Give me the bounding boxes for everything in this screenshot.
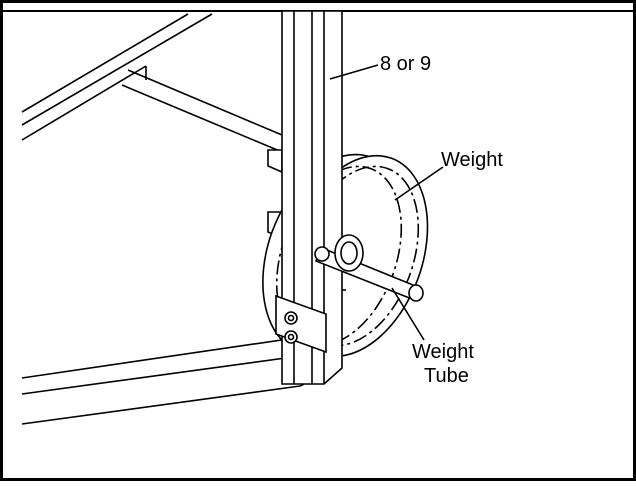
- weight-tube: [314, 234, 424, 302]
- lower-bracket: [275, 294, 327, 354]
- weight-tube-label-line2: Tube: [424, 365, 469, 387]
- weight-tube-label-line1: Weight: [412, 341, 474, 363]
- part-number-label: 8 or 9: [380, 53, 431, 75]
- bottom-frame-tube: [21, 337, 314, 425]
- weight-label: Weight: [441, 149, 503, 171]
- upper-frame-tubes: [21, 13, 283, 153]
- callout-leaders: [329, 64, 444, 341]
